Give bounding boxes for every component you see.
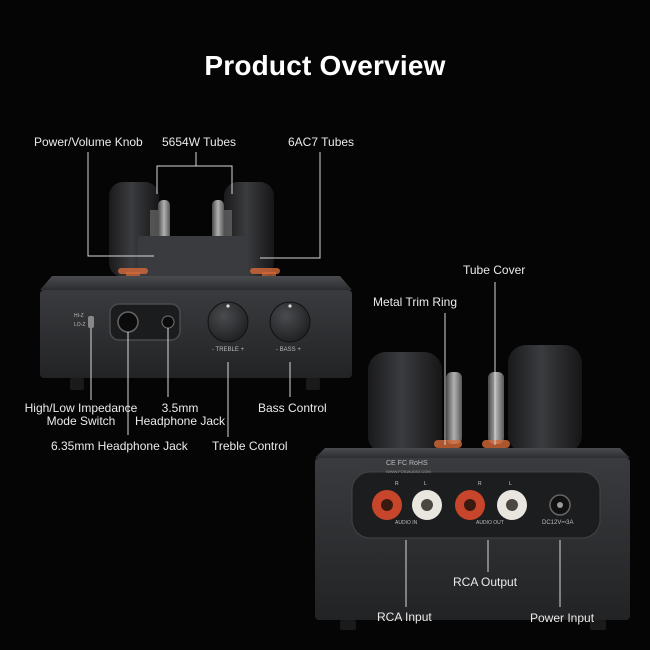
- rca-output-jacks: [455, 490, 527, 520]
- treble-marking: - TREBLE +: [212, 347, 245, 353]
- audio-out-marking: AUDIO OUT: [476, 520, 504, 526]
- page-title: Product Overview: [204, 50, 446, 81]
- rear-trim-ring-right: [482, 440, 510, 448]
- front-unit: [40, 182, 352, 390]
- website-marking: WWW.FOSIAUDIO.COM: [386, 469, 431, 474]
- treble-knob[interactable]: [207, 301, 249, 343]
- label-impedance-switch-line1: High/Low Impedance: [24, 401, 138, 415]
- label-5654w-tubes: 5654W Tubes: [162, 135, 237, 149]
- label-power-volume-knob: Power/Volume Knob: [34, 135, 143, 149]
- channel-r-marking-in: R: [395, 481, 399, 487]
- channel-l-marking-in: L: [424, 481, 427, 487]
- label-bass-control: Bass Control: [258, 401, 327, 415]
- rear-unit: [315, 345, 630, 630]
- channel-l-marking-out: L: [509, 481, 512, 487]
- rear-tubes: [368, 345, 582, 454]
- label-tube-cover: Tube Cover: [463, 263, 526, 277]
- dc-rating-marking: DC12V⎓3A: [542, 520, 574, 526]
- label-rca-output: RCA Output: [453, 575, 518, 589]
- label-headphone-35: 3.5mm Headphone Jack: [128, 402, 232, 428]
- label-metal-trim-ring: Metal Trim Ring: [373, 295, 458, 309]
- callout-lines: [87, 152, 561, 607]
- label-headphone-635: 6.35mm Headphone Jack: [51, 439, 188, 453]
- rca-input-jacks: [372, 490, 442, 520]
- label-headphone-35-line2: Headphone Jack: [134, 414, 226, 428]
- label-rca-input: RCA Input: [377, 610, 432, 624]
- switch-lo-marking: LO-Z: [74, 322, 86, 328]
- front-trim-ring-left: [118, 268, 148, 274]
- front-tube-cover: [138, 236, 248, 276]
- headphone-jack-35[interactable]: [161, 315, 175, 329]
- channel-r-marking-out: R: [478, 481, 482, 487]
- label-treble-control: Treble Control: [212, 439, 288, 453]
- label-power-input: Power Input: [530, 611, 595, 625]
- headphone-jack-635[interactable]: [117, 311, 139, 333]
- switch-hi-marking: HI-Z: [74, 313, 84, 319]
- front-chassis-top: [40, 276, 352, 290]
- label-impedance-switch: High/Low Impedance Mode Switch: [6, 402, 156, 428]
- rear-trim-ring-left: [434, 440, 462, 448]
- label-6ac7-tubes: 6AC7 Tubes: [288, 135, 355, 149]
- certification-marks: CE FC RoHS: [386, 460, 428, 467]
- bass-knob[interactable]: [269, 301, 311, 343]
- label-impedance-switch-line2: Mode Switch: [46, 414, 116, 428]
- label-headphone-35-line1: 3.5mm: [161, 401, 199, 415]
- audio-in-marking: AUDIO IN: [395, 520, 418, 526]
- bass-marking: - BASS +: [276, 347, 301, 353]
- impedance-switch[interactable]: [88, 316, 94, 328]
- rear-chassis-top: [315, 448, 630, 458]
